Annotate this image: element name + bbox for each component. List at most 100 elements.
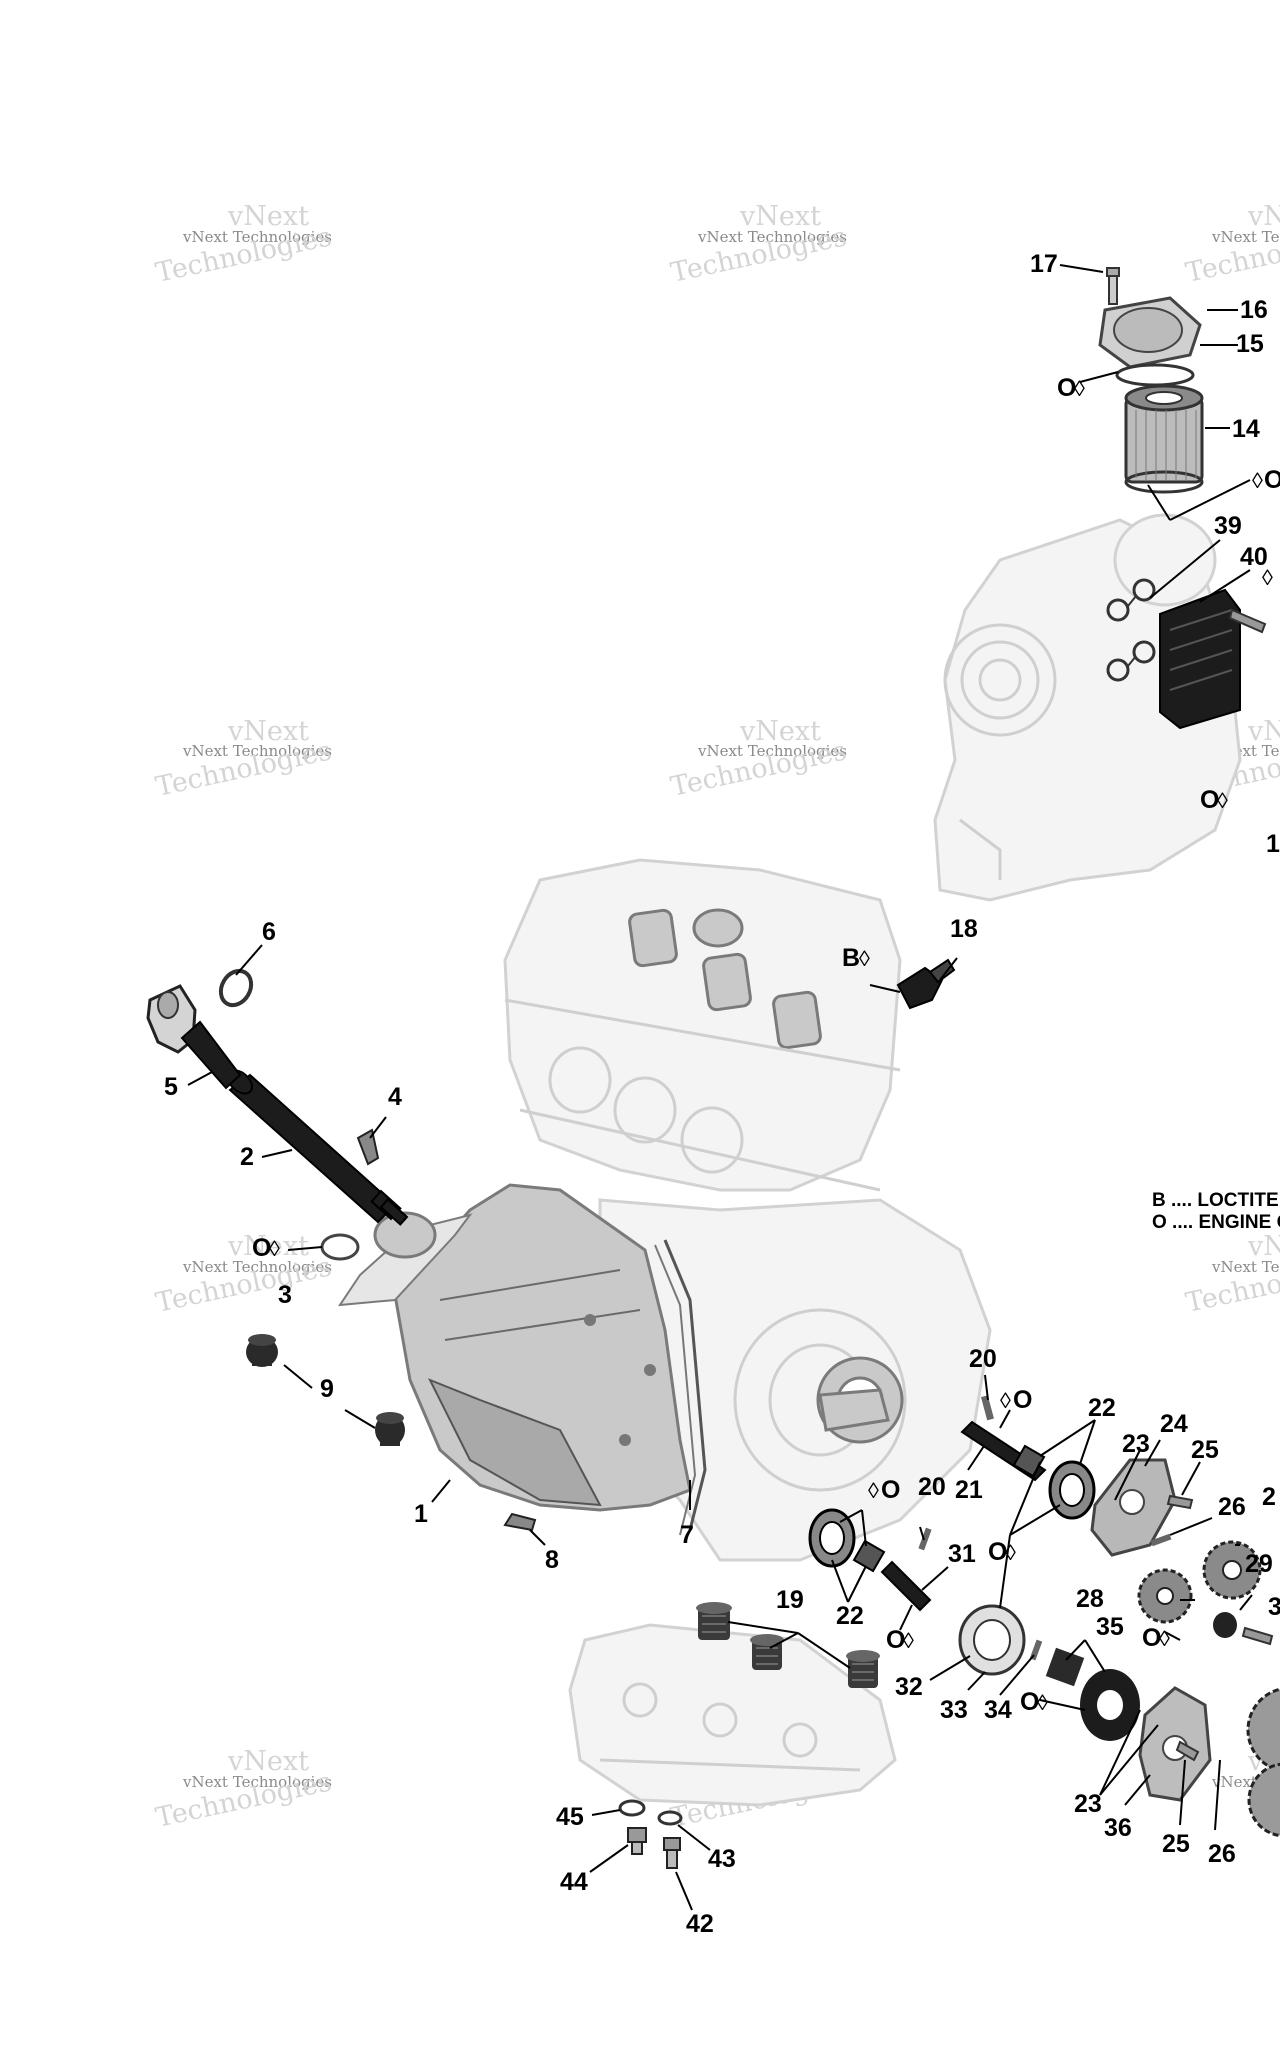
rotor-35a xyxy=(1045,1647,1085,1687)
svg-text:vNext Technologies: vNext Technologies xyxy=(182,1258,332,1276)
screw-17 xyxy=(1106,267,1120,305)
watermark-10: vNext vNext Technologies Technologies xyxy=(153,1746,334,1834)
callout-17: 17 xyxy=(1030,250,1058,278)
sensor-18 xyxy=(896,958,956,1010)
legend-engine-oil: O .... ENGINE O xyxy=(1152,1212,1280,1233)
svg-text:vNext Technologies: vNext Technologies xyxy=(697,228,847,246)
callout-44: 44 xyxy=(560,1868,588,1896)
callout-7: 7 xyxy=(680,1521,694,1549)
watermark-1: vNext vNext Technologies Technologies xyxy=(153,201,334,289)
bolt-25b xyxy=(1175,1740,1200,1762)
rotor-33 xyxy=(958,1604,1026,1676)
o-drop-22: O xyxy=(988,1538,1007,1566)
svg-text:vNext: vNext xyxy=(739,201,821,232)
o-drop-14: O xyxy=(1264,466,1280,494)
callout-2: 2 xyxy=(240,1143,254,1171)
bolt-25a xyxy=(1166,1494,1194,1510)
callout-25b: 25 xyxy=(1162,1830,1190,1858)
filter-cover-16 xyxy=(1098,296,1202,369)
callout-4: 4 xyxy=(388,1083,402,1111)
callout-19: 19 xyxy=(776,1586,804,1614)
callout-42: 42 xyxy=(686,1910,714,1938)
svg-text:◊: ◊ xyxy=(868,1478,879,1503)
svg-text:◊: ◊ xyxy=(1159,1626,1170,1651)
svg-text:◊: ◊ xyxy=(1037,1690,1048,1715)
callout-35: 35 xyxy=(1096,1613,1124,1641)
plug-44 xyxy=(627,1827,647,1855)
svg-text:◊: ◊ xyxy=(1217,788,1228,813)
callout-1-edge: 1 xyxy=(1266,830,1280,858)
sprocket-27 xyxy=(1202,1540,1262,1600)
svg-text:◊: ◊ xyxy=(903,1628,914,1653)
svg-text:◊: ◊ xyxy=(1074,376,1085,401)
callout-28: 28 xyxy=(1076,1585,1104,1613)
plug-9b xyxy=(375,1412,405,1446)
rotor-22b xyxy=(1048,1460,1096,1520)
svg-text:vNext Technologies: vNext Technologies xyxy=(697,742,847,760)
callout-1: 1 xyxy=(414,1500,428,1528)
screw-4 xyxy=(356,1128,380,1166)
watermark-7: vNext vNext Technologies Technologies xyxy=(153,1231,334,1319)
gasket-39 xyxy=(1106,578,1156,682)
leader-lines xyxy=(187,264,1253,1911)
o-drop-35: O xyxy=(1020,1688,1039,1716)
svg-text:◊: ◊ xyxy=(1262,565,1273,590)
plug-9a xyxy=(246,1334,278,1367)
plug-42 xyxy=(663,1837,681,1869)
legend: B .... LOCTITE O .... ENGINE O xyxy=(1152,1190,1280,1233)
callout-40: 40 xyxy=(1240,543,1268,571)
callout-25a: 25 xyxy=(1191,1436,1219,1464)
oil-cooler-40 xyxy=(1159,588,1241,730)
callout-18: 18 xyxy=(950,915,978,943)
svg-text:vNext Technologies: vNext Technologies xyxy=(182,228,332,246)
callout-14: 14 xyxy=(1232,415,1260,443)
callout-3: 3 xyxy=(278,1281,292,1309)
svg-text:vNext Technologies: vNext Technologies xyxy=(182,742,332,760)
rotor-22d xyxy=(852,1539,886,1573)
callout-36: 36 xyxy=(1104,1814,1132,1842)
callouts: 6 5 2 4 3 9 1 8 7 17 16 15 14 39 40 1 18… xyxy=(164,250,1280,1938)
dipstick-cap xyxy=(146,984,242,1090)
svg-text:vNext: vNext xyxy=(1247,1231,1280,1262)
callout-23a: 23 xyxy=(1122,1430,1150,1458)
callout-34: 34 xyxy=(984,1696,1012,1724)
svg-text:◊: ◊ xyxy=(1005,1540,1016,1565)
rotor-22c xyxy=(808,1508,856,1568)
o-drop-3: O xyxy=(252,1234,271,1262)
callout-21: 21 xyxy=(955,1476,983,1504)
svg-text:◊: ◊ xyxy=(859,946,870,971)
svg-text:vNext Technologies: vNext Technologies xyxy=(1211,1258,1280,1276)
callout-9: 9 xyxy=(320,1375,334,1403)
callout-26a: 26 xyxy=(1218,1493,1246,1521)
callout-27: 2 xyxy=(1262,1483,1276,1511)
svg-text:vNext Technologies: vNext Technologies xyxy=(1211,228,1280,246)
washer-43 xyxy=(657,1810,683,1826)
o-drop-20b: O xyxy=(881,1476,900,1504)
drop-symbols: O ◊ ◊ O ◊ O ◊ B ◊ O ◊ ◊ O ◊ O O ◊ O ◊ O … xyxy=(252,374,1280,1716)
callout-33: 33 xyxy=(940,1696,968,1724)
bolt-40 xyxy=(1228,608,1267,634)
callout-16: 16 xyxy=(1240,296,1268,324)
callout-39: 39 xyxy=(1214,512,1242,540)
watermark-5: vNext vNext Technologies Technologies xyxy=(668,716,849,803)
o-drop-29: O xyxy=(1142,1624,1161,1652)
svg-text:vNext: vNext xyxy=(227,201,309,232)
dipstick-tube xyxy=(226,1069,409,1226)
callout-15: 15 xyxy=(1236,330,1264,358)
svg-text:vNext: vNext xyxy=(1247,201,1280,232)
callout-22b: 22 xyxy=(836,1602,864,1630)
rotor-35b xyxy=(1080,1669,1140,1741)
washer-29 xyxy=(1213,1612,1237,1638)
callout-22a: 22 xyxy=(1088,1394,1116,1422)
bolt-30 xyxy=(1241,1626,1274,1646)
bolt-8 xyxy=(503,1512,537,1532)
svg-text:◊: ◊ xyxy=(1000,1388,1011,1413)
callout-6: 6 xyxy=(262,918,276,946)
svg-text:vNext: vNext xyxy=(227,1231,309,1262)
svg-text:vNext: vNext xyxy=(227,716,309,747)
pin-20b xyxy=(918,1527,932,1551)
o-drop-20: O xyxy=(1013,1386,1032,1414)
callout-31: 31 xyxy=(948,1540,976,1568)
o-drop-31: O xyxy=(886,1626,905,1654)
